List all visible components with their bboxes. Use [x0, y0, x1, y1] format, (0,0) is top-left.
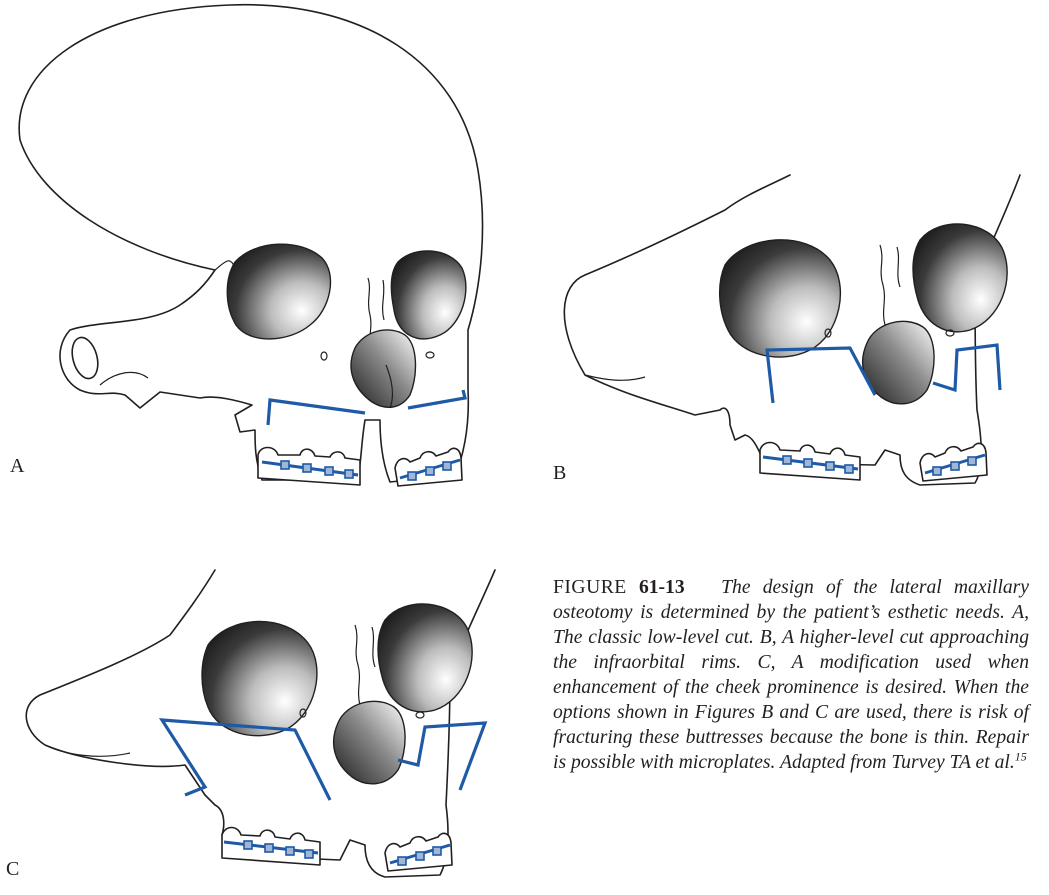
panel-label-c: C [6, 858, 19, 881]
panel-label-b: B [553, 462, 566, 485]
caption-text: The design of the lateral maxillary oste… [553, 577, 1029, 773]
caption-reference: 15 [1015, 749, 1027, 763]
figure-caption: FIGURE 61-13 The design of the lateral m… [553, 575, 1029, 775]
figure-number: 61-13 [639, 577, 685, 598]
panel-label-a: A [10, 455, 24, 478]
skull-illustration-c [0, 555, 520, 895]
figure-label: FIGURE [553, 577, 627, 598]
figure-panel-c [0, 555, 520, 895]
skull-illustration-a [0, 0, 500, 500]
figure-panel-a [0, 0, 500, 500]
skull-illustration-b [545, 165, 1049, 505]
figure-panel-b [545, 165, 1049, 505]
